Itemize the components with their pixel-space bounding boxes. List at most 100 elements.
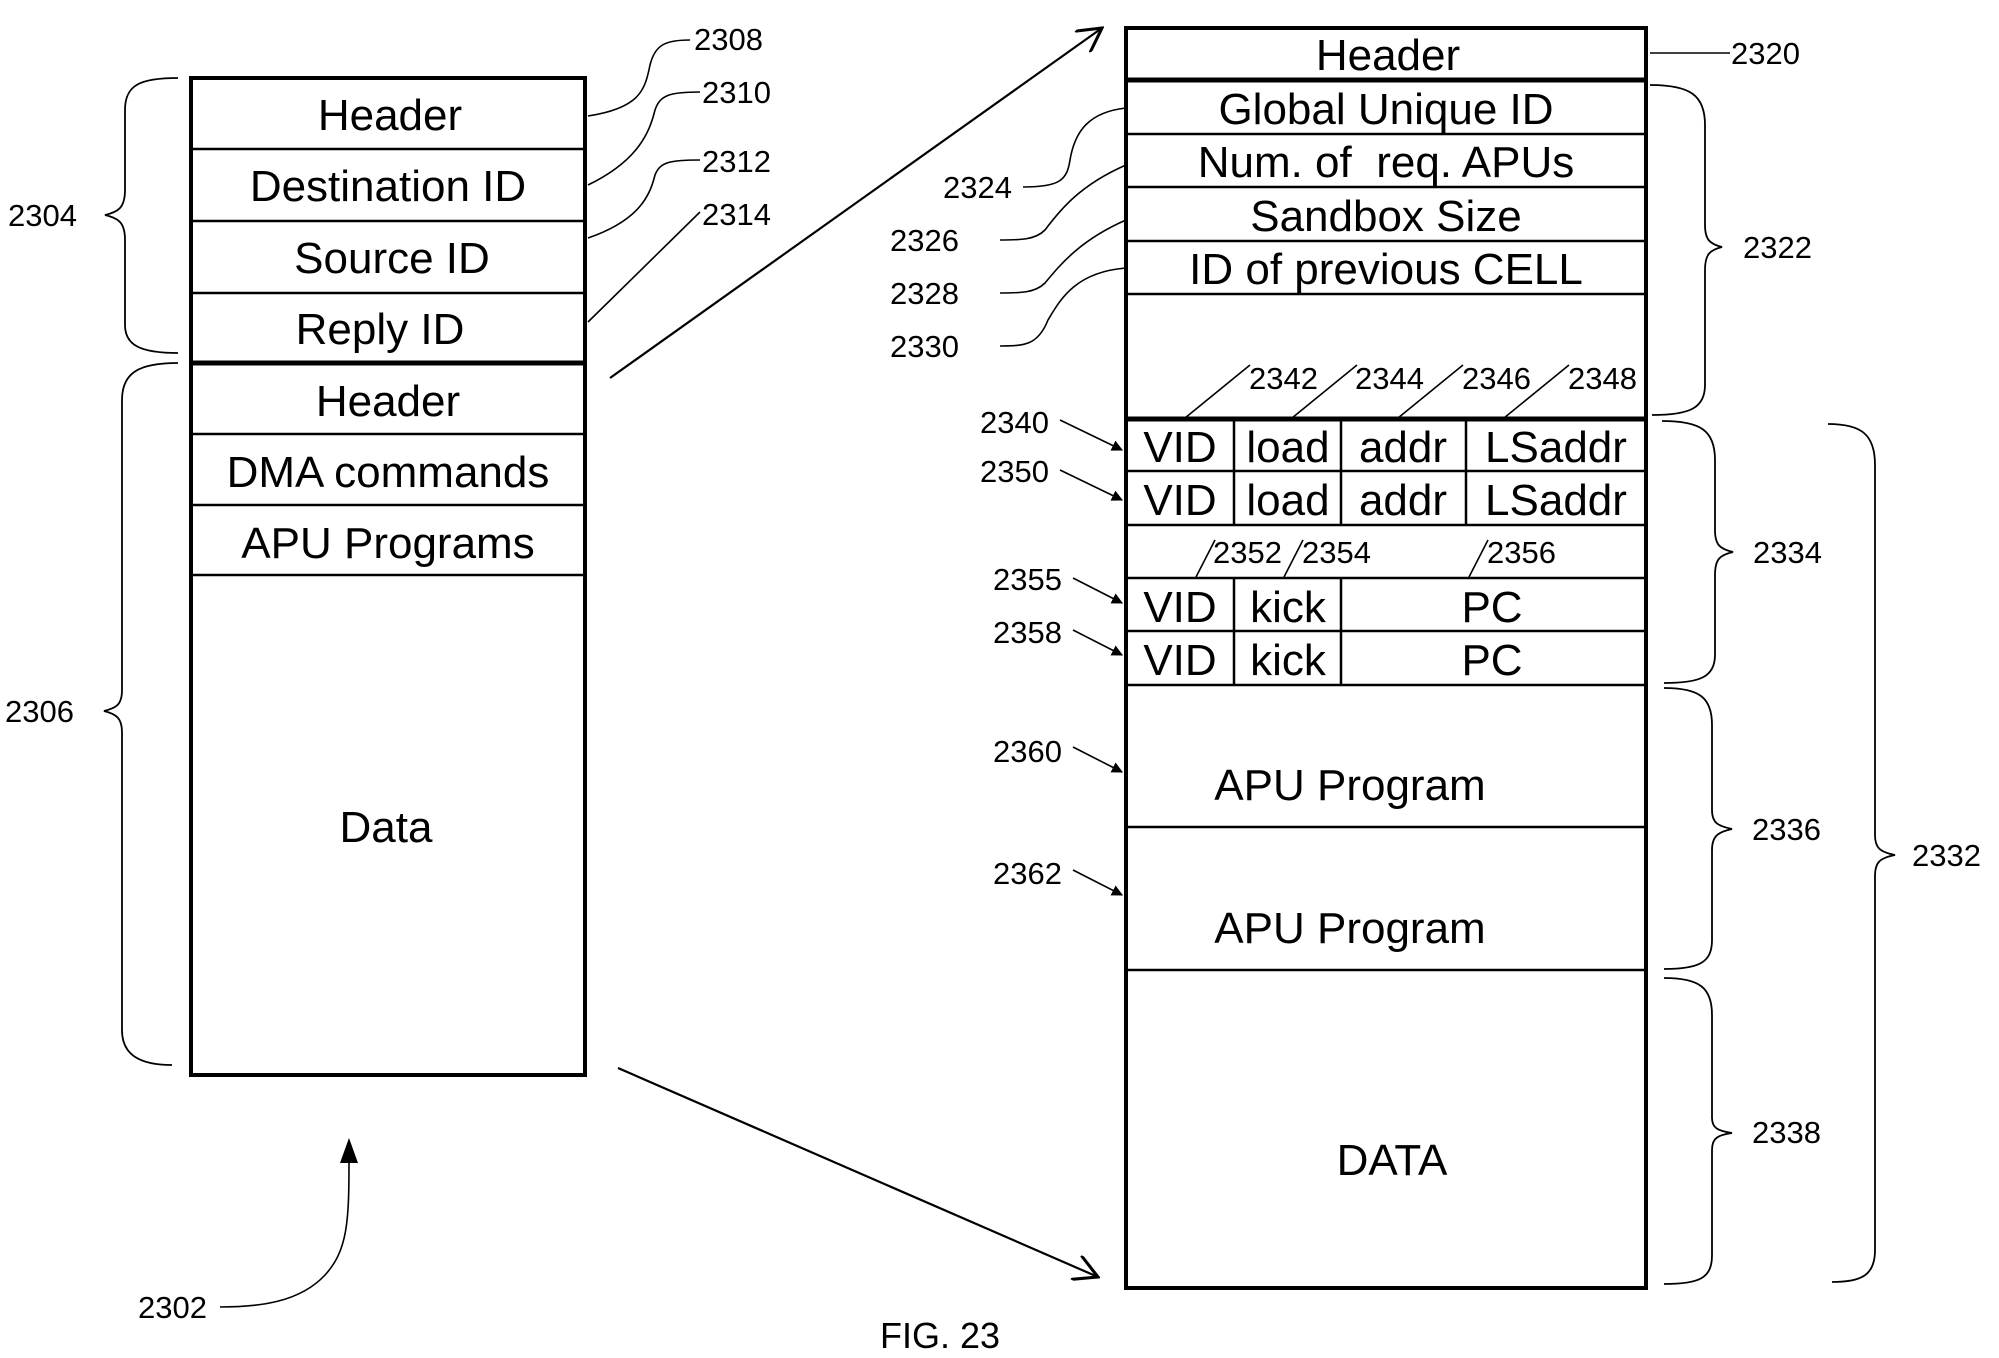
kick-cell-vid: VID: [1143, 636, 1216, 685]
figure-caption: FIG. 23: [880, 1315, 1000, 1356]
field-num-req-apus: Num. of req. APUs: [1198, 138, 1575, 187]
leader-2328: [999, 219, 1127, 294]
brace-2336: [1663, 687, 1733, 970]
right-cell-frame: [1124, 26, 1648, 1290]
ref-2308: 2308: [694, 22, 763, 57]
ref-2342: 2342: [1249, 361, 1318, 396]
leader-2354: [1283, 539, 1304, 578]
brace-2322: [1649, 84, 1723, 416]
ref-2334: 2334: [1753, 535, 1822, 570]
dma-cell-lsaddr: LSaddr: [1485, 423, 1627, 472]
leader-2302: [219, 1159, 350, 1308]
ref-2310: 2310: [702, 75, 771, 110]
ref-2336: 2336: [1752, 812, 1821, 847]
ref-2354: 2354: [1302, 535, 1371, 570]
leader-2352: [1195, 539, 1216, 578]
dma-cell-vid: VID: [1143, 423, 1216, 472]
field-destination-id: Destination ID: [250, 162, 526, 211]
ref-2338: 2338: [1752, 1115, 1821, 1150]
ref-2360: 2360: [993, 734, 1062, 769]
ref-2326: 2326: [890, 223, 959, 258]
leader-2356: [1468, 539, 1489, 578]
leader-2312: [587, 159, 701, 239]
leader-2346: [1397, 364, 1464, 419]
leader-2350: [1059, 469, 1124, 501]
kick-cell-vid: VID: [1143, 583, 1216, 632]
data-region: DATA: [1337, 1136, 1448, 1185]
expand-line-top: [609, 28, 1102, 379]
kick-cell-pc: PC: [1461, 583, 1522, 632]
ref-2314: 2314: [702, 197, 771, 232]
ref-2304: 2304: [8, 198, 77, 233]
kick-row: VID kick PC: [1143, 583, 1522, 632]
field-source-id: Source ID: [294, 234, 490, 283]
brace-2304: [104, 77, 179, 354]
expand-line-bottom: [617, 1066, 1098, 1277]
leader-2314: [587, 211, 701, 323]
leader-2310: [587, 91, 701, 186]
ref-2322: 2322: [1743, 230, 1812, 265]
field-dma-commands: DMA commands: [227, 448, 550, 497]
ref-2340: 2340: [980, 405, 1049, 440]
leader-2362: [1072, 869, 1123, 896]
ref-2352: 2352: [1213, 535, 1282, 570]
dma-cell-addr: addr: [1359, 476, 1447, 525]
leader-2342: [1184, 364, 1251, 419]
field-data: Data: [340, 803, 433, 852]
leader-2308: [587, 39, 691, 117]
kick-row: VID kick PC: [1143, 636, 1522, 685]
brace-2332: [1827, 423, 1896, 1283]
dma-cell-vid: VID: [1143, 476, 1216, 525]
ref-2330: 2330: [890, 329, 959, 364]
ref-2344: 2344: [1355, 361, 1424, 396]
ref-2346: 2346: [1462, 361, 1531, 396]
left-cell-frame: [189, 76, 587, 1077]
ref-2324: 2324: [943, 170, 1012, 205]
field-reply-id: Reply ID: [296, 305, 465, 354]
apu-program-2: APU Program: [1214, 904, 1485, 953]
dma-row: VID load addr LSaddr: [1143, 476, 1627, 525]
brace-2338: [1663, 977, 1733, 1285]
field-sandbox-size: Sandbox Size: [1250, 192, 1522, 241]
ref-2355: 2355: [993, 562, 1062, 597]
leader-2340: [1059, 419, 1124, 451]
kick-cell-kick: kick: [1250, 636, 1327, 685]
right-cell: Header Global Unique ID Num. of req. APU…: [890, 26, 1981, 1290]
brace-2306: [103, 362, 179, 1066]
field-header: Header: [318, 91, 462, 140]
kick-cell-kick: kick: [1250, 583, 1327, 632]
ref-2302: 2302: [138, 1290, 207, 1325]
ref-2312: 2312: [702, 144, 771, 179]
leader-2324: [1022, 107, 1127, 188]
dma-cell-lsaddr: LSaddr: [1485, 476, 1627, 525]
arrow-up-icon: [340, 1138, 358, 1163]
kick-cell-pc: PC: [1461, 636, 1522, 685]
field-id-previous-cell: ID of previous CELL: [1189, 245, 1583, 294]
apu-program-1: APU Program: [1214, 761, 1485, 810]
ref-2306: 2306: [5, 694, 74, 729]
brace-2334: [1661, 420, 1734, 684]
leader-2360: [1072, 746, 1123, 773]
field-apu-programs: APU Programs: [241, 519, 534, 568]
ref-2348: 2348: [1568, 361, 1637, 396]
dma-row: VID load addr LSaddr: [1143, 423, 1627, 472]
ref-2328: 2328: [890, 276, 959, 311]
leader-2355: [1072, 577, 1123, 604]
field-global-unique-id: Global Unique ID: [1218, 85, 1553, 134]
leader-2344: [1291, 364, 1358, 419]
dma-cell-load: load: [1246, 423, 1329, 472]
ref-2350: 2350: [980, 454, 1049, 489]
leader-2348: [1503, 364, 1570, 419]
ref-2362: 2362: [993, 856, 1062, 891]
ref-2358: 2358: [993, 615, 1062, 650]
ref-2332: 2332: [1912, 838, 1981, 873]
ref-2356: 2356: [1487, 535, 1556, 570]
leader-2330: [999, 267, 1127, 347]
dma-cell-load: load: [1246, 476, 1329, 525]
field-body-header: Header: [316, 377, 460, 426]
left-cell: Header Destination ID Source ID Reply ID…: [5, 22, 771, 1325]
ref-2320: 2320: [1731, 36, 1800, 71]
leader-2358: [1072, 629, 1123, 656]
leader-2326: [999, 164, 1127, 241]
dma-cell-addr: addr: [1359, 423, 1447, 472]
